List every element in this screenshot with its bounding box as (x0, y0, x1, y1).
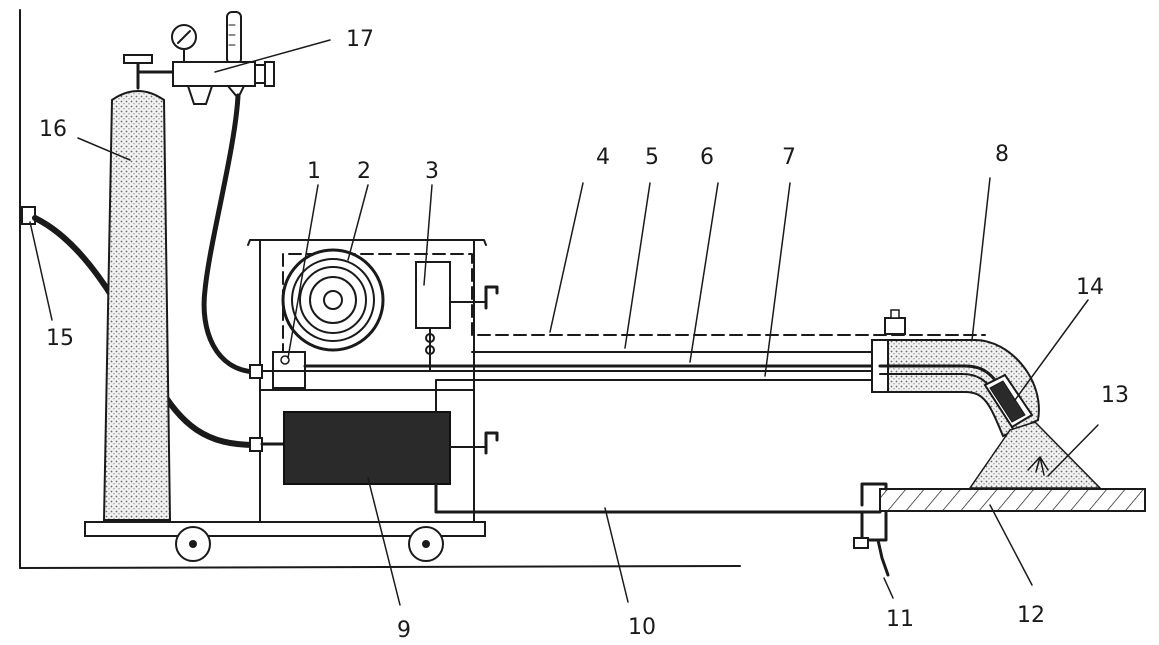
label-2: 2 (357, 159, 371, 184)
part-labels: 1 2 3 4 5 6 7 8 9 10 11 12 13 14 15 16 1… (39, 27, 1129, 643)
workpiece (879, 488, 1146, 512)
hose-connectors (249, 364, 286, 452)
leader-lines (29, 39, 1099, 606)
trolley (84, 521, 486, 562)
power-source (283, 411, 499, 485)
gas-hose (201, 93, 258, 375)
label-12: 12 (1017, 603, 1045, 628)
label-13: 13 (1101, 383, 1129, 408)
label-1: 1 (307, 159, 321, 184)
label-15: 15 (46, 326, 74, 351)
label-5: 5 (645, 145, 659, 170)
label-16: 16 (39, 117, 67, 142)
label-7: 7 (782, 145, 796, 170)
pressure-regulator (171, 11, 275, 105)
label-14: 14 (1076, 275, 1104, 300)
gas-cylinder (102, 54, 177, 521)
label-4: 4 (596, 145, 610, 170)
label-6: 6 (700, 145, 714, 170)
wire-spool (281, 248, 385, 352)
label-3: 3 (425, 159, 439, 184)
gas-shield-arc (968, 421, 1102, 489)
hose-package (261, 351, 970, 514)
label-8: 8 (995, 142, 1009, 167)
label-9: 9 (397, 618, 411, 643)
ground-clamp (853, 482, 890, 577)
label-11: 11 (886, 607, 914, 632)
label-10: 10 (628, 615, 656, 640)
label-17: 17 (346, 27, 374, 52)
gas-valve (415, 261, 499, 371)
